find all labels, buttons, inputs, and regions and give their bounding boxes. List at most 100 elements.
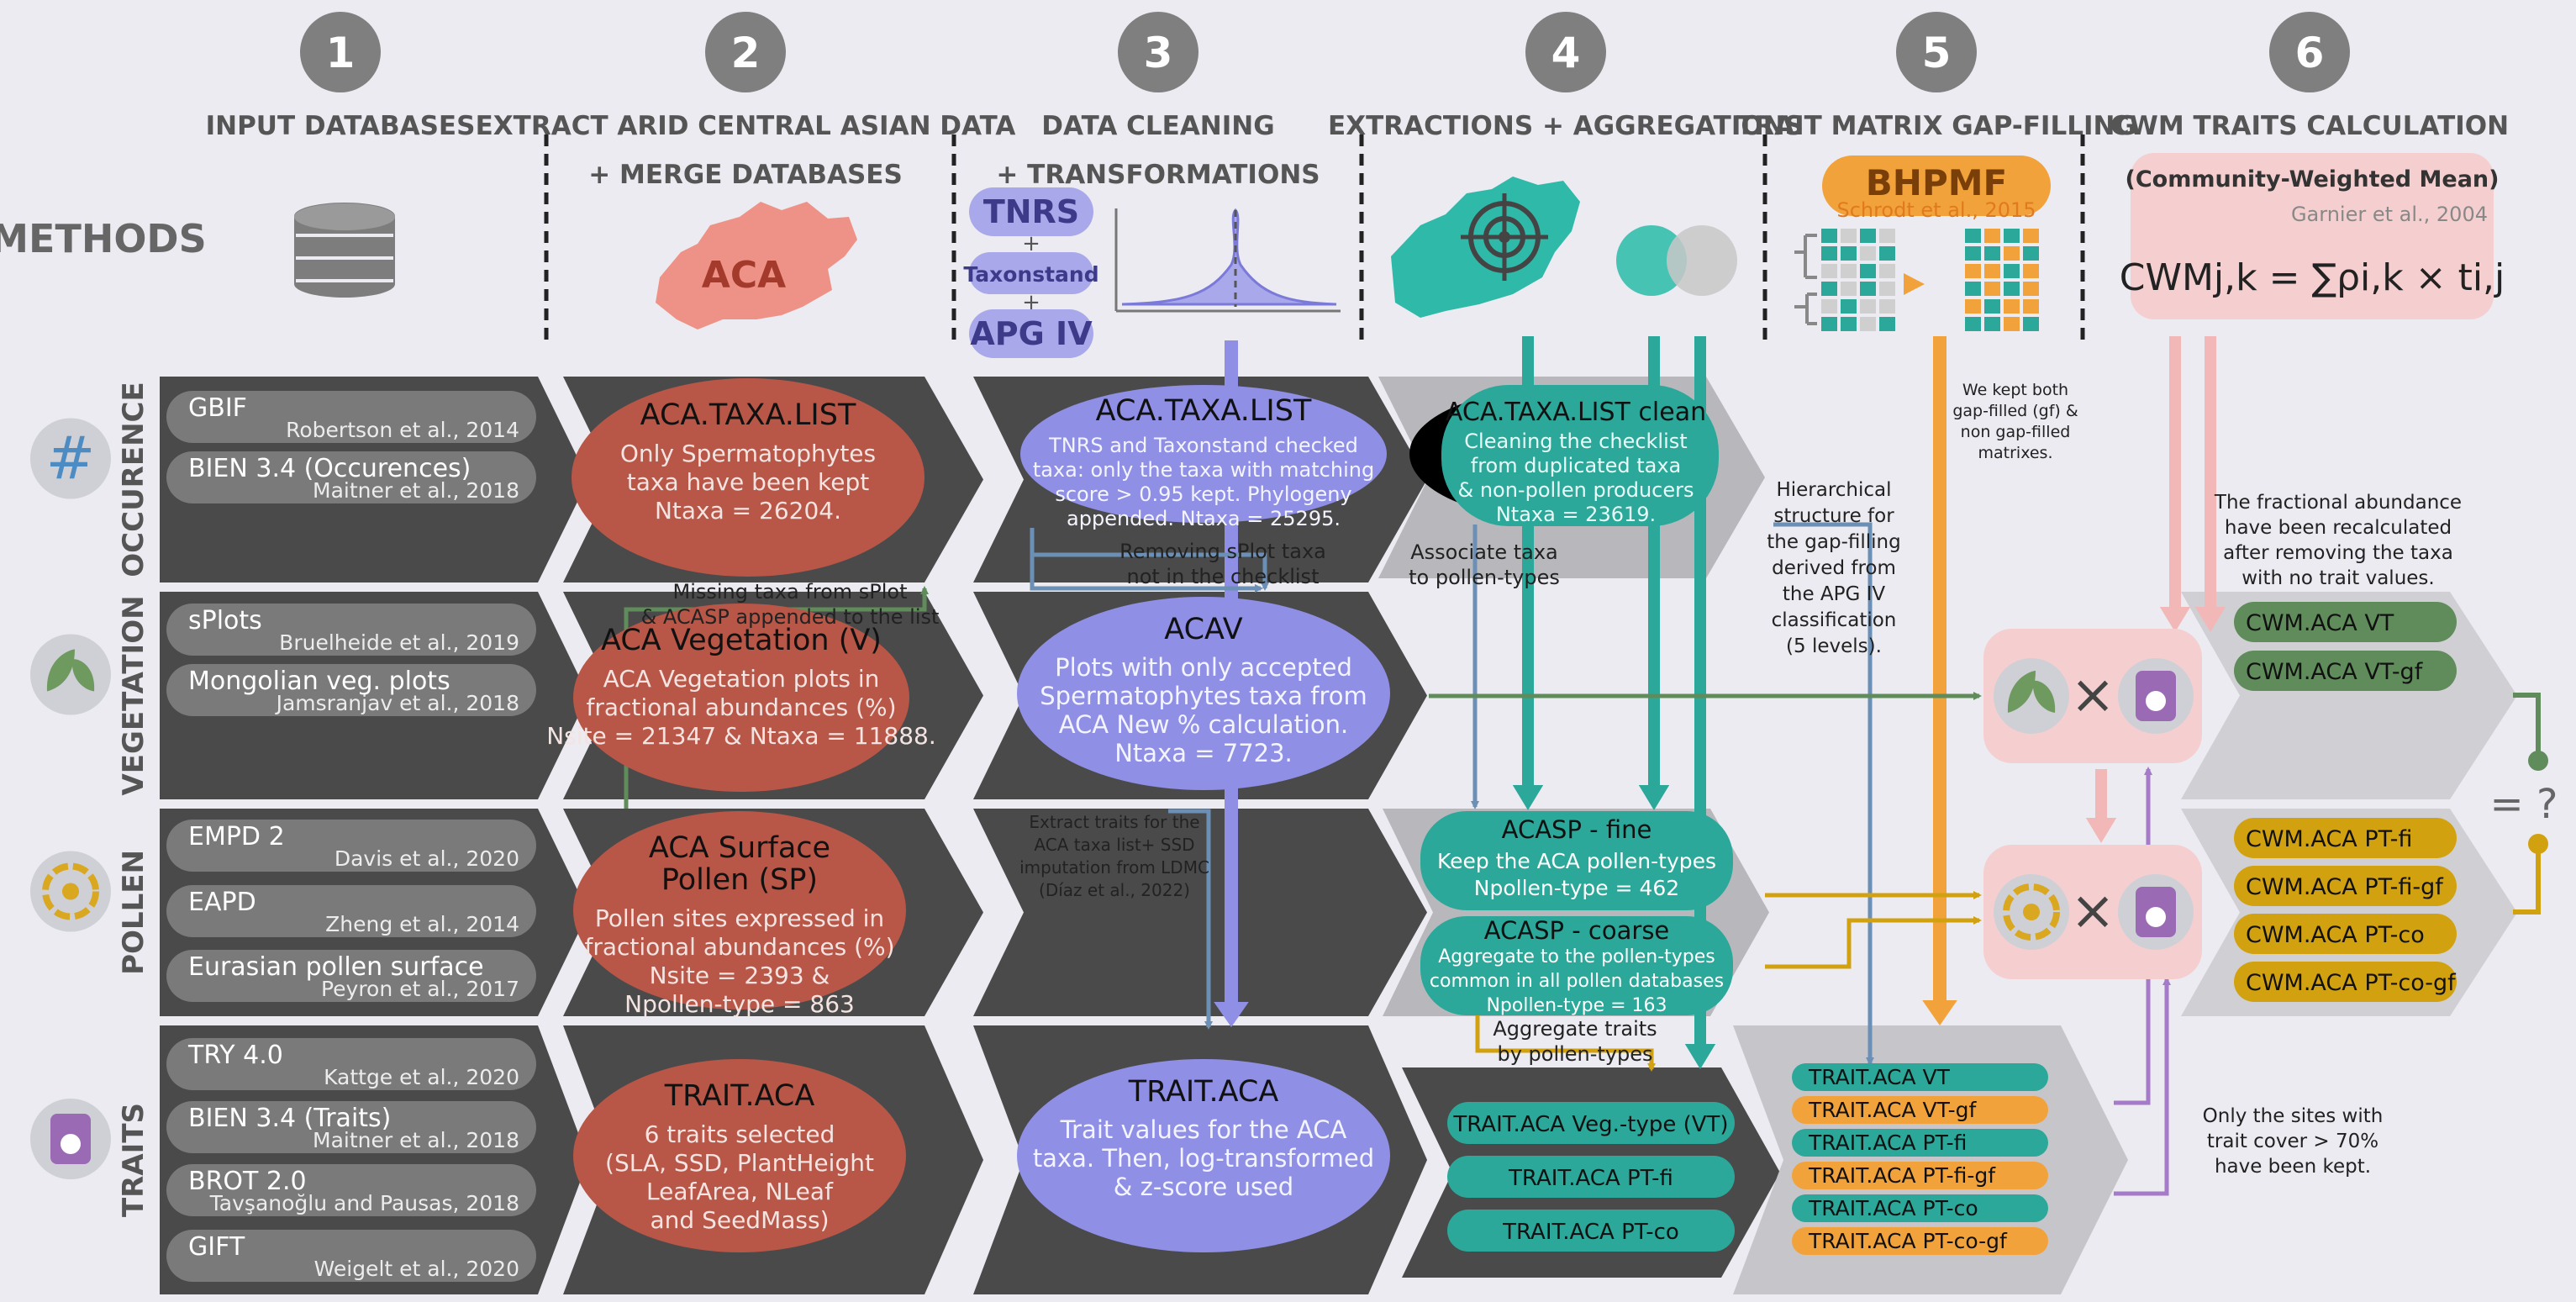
- step-number: 6: [2295, 29, 2325, 77]
- purple-arrow: [2114, 977, 2171, 1196]
- pollen-icon-shape: [62, 883, 79, 900]
- gold-arrow: [1765, 916, 1982, 969]
- step-number-circle: [1118, 12, 1198, 92]
- cwm-pollen-label: CWM.ACA PT-fi: [2246, 826, 2412, 852]
- compare-dot: [2528, 751, 2548, 771]
- step-number: 1: [326, 29, 356, 77]
- extract-box-text-line: ACA Vegetation plots in: [603, 665, 880, 693]
- teal-map-icon: [1391, 177, 1580, 318]
- database-reference: Jamsranjav et al., 2018: [275, 691, 519, 715]
- database-reference: Maitner et al., 2018: [313, 478, 519, 503]
- pollen-icon-shape: [2023, 904, 2040, 920]
- cleaning-box: [1020, 385, 1387, 523]
- matrix-cell-filled: [2023, 229, 2039, 243]
- note-extract-traits-line: (Díaz et al., 2022): [1039, 880, 1190, 900]
- trait-pill-label: TRAIT.ACA PT-fi-gf: [1808, 1163, 1996, 1188]
- apg-pill: [969, 309, 1093, 358]
- step-number-circle: [1525, 12, 1606, 92]
- database-pill: [166, 950, 536, 1002]
- cleaning-box: [1017, 1059, 1390, 1252]
- matrix-cell-filled: [1965, 246, 1981, 261]
- venn-icon-right: [1667, 225, 1737, 296]
- database-reference: Robertson et al., 2014: [286, 418, 519, 442]
- methods-label: METHODS: [0, 216, 207, 261]
- database-reference: Weigelt et al., 2020: [314, 1257, 519, 1281]
- cwm-veg-label: CWM.ACA VT: [2246, 610, 2394, 636]
- gold-arrow: [1475, 1015, 1656, 1072]
- step4-trait-label: TRAIT.ACA Veg.-type (VT): [1452, 1112, 1728, 1137]
- row-label: OCCURENCE: [117, 382, 150, 577]
- leaf-icon-shape: [46, 649, 75, 692]
- note-fractional-line: have been recalculated: [2225, 517, 2452, 539]
- row-label: TRAITS: [117, 1103, 150, 1217]
- pollen-icon-shape: [42, 862, 99, 920]
- matrix-cell-missing: [1879, 299, 1895, 314]
- extract-box-text-line: (SLA, SSD, PlantHeight: [605, 1149, 874, 1177]
- database-name: GBIF: [188, 393, 247, 423]
- cwm-formula: CWMj,k = ∑ρi,k × ti,j: [2120, 256, 2505, 299]
- database-name: BIEN 3.4 (Traits): [188, 1104, 391, 1133]
- cwm-subtitle: (Community-Weighted Mean): [2125, 166, 2499, 192]
- note-fractional-line: with no trait values.: [2241, 567, 2434, 589]
- row-label: VEGETATION: [117, 595, 150, 795]
- extract-box-title: TRAIT.ACA: [664, 1079, 815, 1113]
- note-hierarchical-line: the gap-filling: [1767, 531, 1900, 553]
- database-reference: Peyron et al., 2017: [321, 977, 519, 1001]
- step-number: 4: [1551, 29, 1581, 77]
- trait-icon-shape: [2146, 907, 2166, 927]
- teal-flow-arrow-head: [1684, 1044, 1716, 1069]
- multiply-sign: ×: [2070, 880, 2115, 942]
- product-input-icon: [1994, 658, 2069, 734]
- acasp-coarse-text-line: common in all pollen databases: [1430, 971, 1724, 992]
- row-label: POLLEN: [117, 850, 150, 975]
- matrix-cell-filled: [2023, 264, 2039, 278]
- matrix-cell-missing: [1860, 264, 1876, 278]
- extract-box-text-line: and SeedMass): [651, 1206, 830, 1234]
- matrix-cell-filled: [1984, 229, 2000, 243]
- trait-icon-shape: [61, 1134, 81, 1154]
- note-hierarchical-line: derived from: [1772, 557, 1896, 579]
- matrix-cell-filled: [1965, 229, 1981, 243]
- matrix-cell-missing: [1841, 246, 1857, 261]
- extract-box-text-line: taxa have been kept: [627, 468, 869, 496]
- extract-box-text-line: LeafArea, NLeaf: [646, 1178, 834, 1205]
- trait-pill: [1792, 1129, 2048, 1157]
- matrix-cell-missing: [1860, 246, 1876, 261]
- cwm-reference: Garnier et al., 2004: [2291, 203, 2488, 226]
- cwm-veg-pill: [2234, 602, 2457, 642]
- matrix-cell-filled: [2004, 229, 2020, 243]
- database-pill: [166, 604, 536, 656]
- matrix-cell-missing: [1841, 317, 1857, 331]
- step4-trait-label: TRAIT.ACA PT-co: [1502, 1220, 1679, 1245]
- extract-box-text-line: Nsite = 21347 & Ntaxa = 11888.: [546, 722, 936, 750]
- matrix-cell-missing: [1879, 282, 1895, 296]
- note-only-sites-line: Only the sites with: [2203, 1105, 2384, 1127]
- matrix-cell-filled: [1984, 264, 2000, 278]
- step4-trait-label: TRAIT.ACA PT-fi: [1508, 1166, 1673, 1191]
- blue-arrow: [1030, 528, 1269, 591]
- matrix-cell-missing: [1821, 229, 1837, 243]
- clean-checklist-text-line: Cleaning the checklist: [1464, 430, 1687, 453]
- database-pill: [166, 885, 536, 937]
- clean-checklist-title: ACA.TAXA.LIST clean: [1446, 398, 1706, 427]
- trait-pill-label: TRAIT.ACA VT: [1808, 1065, 1951, 1089]
- trait-pill-label: TRAIT.ACA PT-co-gf: [1808, 1229, 2008, 1253]
- matrix-cell-missing: [1821, 282, 1837, 296]
- matrix-cell-filled: [2004, 264, 2020, 278]
- step-title: TRAIT MATRIX GAP-FILLING: [1736, 111, 2136, 141]
- matrix-cell-missing: [1841, 264, 1857, 278]
- cwm-pollen-label: CWM.ACA PT-co-gf: [2246, 970, 2457, 996]
- step-title: EXTRACT ARID CENTRAL ASIAN DATA: [476, 111, 1016, 141]
- acasp-coarse-text-line: Aggregate to the pollen-types: [1438, 946, 1715, 967]
- database-reference: Davis et al., 2020: [335, 846, 519, 871]
- compare-sign: = ?: [2490, 781, 2558, 828]
- apg-label: APG IV: [970, 315, 1093, 352]
- matrix-cell-missing: [1879, 229, 1895, 243]
- note-extract-traits-line: ACA taxa list+ SSD: [1034, 835, 1194, 855]
- step-number-circle: [705, 12, 786, 92]
- matrix-cell-missing: [1821, 317, 1837, 331]
- note-kept-both-line: matrixes.: [1978, 444, 2053, 462]
- matrix-cell-filled: [1984, 317, 2000, 331]
- bhpmf-pill: [1822, 156, 2051, 216]
- cleaning-box-text-line: & z-score used: [1114, 1173, 1293, 1201]
